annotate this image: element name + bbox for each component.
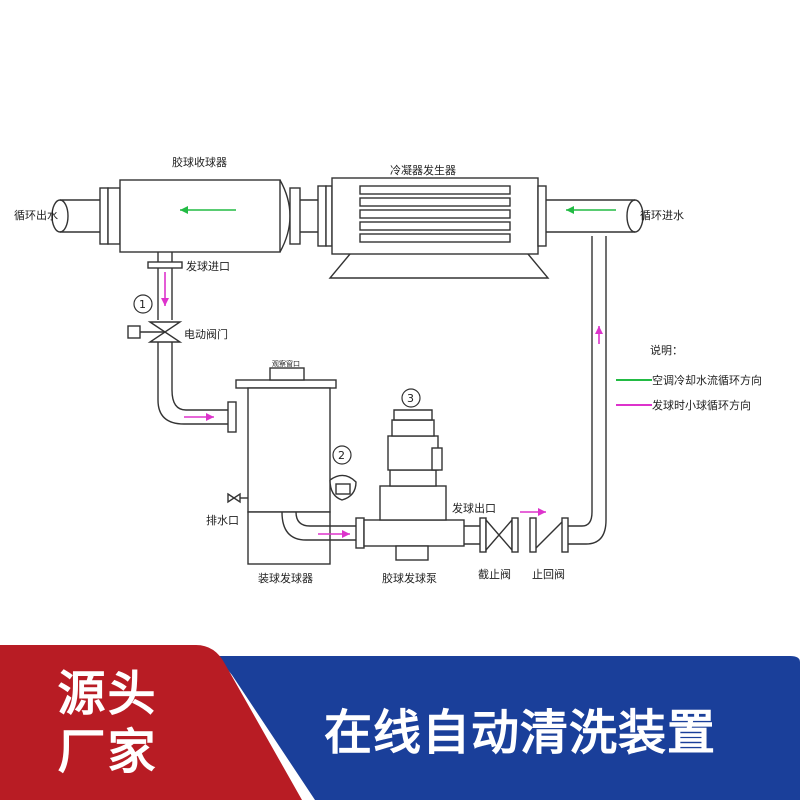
label-inlet-water: 循环进水 — [640, 209, 684, 222]
flow-arrows — [161, 206, 616, 538]
label-num-3: 3 — [407, 392, 414, 405]
label-loader: 装球发球器 — [258, 571, 313, 585]
label-stop-valve: 截止阀 — [478, 567, 511, 581]
label-num-1: 1 — [139, 298, 146, 311]
label-electric-valve: 电动阀门 — [184, 327, 228, 341]
legend-green-text: 空调冷却水流循环方向 — [652, 373, 762, 387]
label-check-valve: 止回阀 — [532, 567, 565, 581]
banner-left-shape — [0, 645, 302, 800]
banner-left-line1: 源头 — [57, 665, 158, 722]
label-ball-inlet: 发球进口 — [186, 259, 230, 273]
pipework — [51, 177, 644, 565]
label-collector: 胶球收球器 — [172, 155, 227, 169]
label-pump: 胶球发球泵 — [382, 571, 437, 585]
banner-left-text: 源头 厂家 — [0, 645, 215, 800]
label-outlet-water: 循环出水 — [14, 208, 58, 222]
item-markers — [133, 294, 421, 465]
banner-title: 在线自动清洗装置 — [323, 705, 716, 761]
label-condenser: 冷凝器发生器 — [390, 163, 456, 177]
banner-right-shape — [190, 655, 800, 800]
bottom-banner — [0, 645, 800, 800]
legend-title: 说明： — [650, 343, 683, 357]
legend-magenta-text: 发球时小球循环方向 — [652, 398, 751, 412]
label-top-port: 观察窗口 — [272, 359, 300, 368]
label-ball-outlet: 发球出口 — [452, 501, 496, 515]
banner-left-line2: 厂家 — [57, 723, 158, 780]
banner-right-text: 在线自动清洗装置 — [240, 668, 800, 788]
system-diagram: 胶球收球器 冷凝器发生器 循环出水 循环进水 发球进口 1 电动阀门 观察窗口 … — [14, 155, 762, 585]
label-drain: 排水口 — [206, 513, 239, 527]
label-num-2: 2 — [338, 449, 345, 462]
